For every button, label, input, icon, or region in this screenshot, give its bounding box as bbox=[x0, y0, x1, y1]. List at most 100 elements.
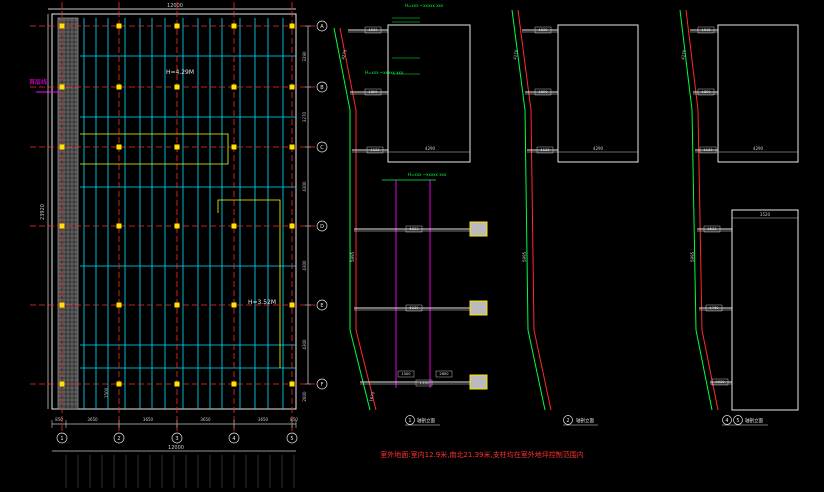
section-1-title: 1 bbox=[408, 418, 411, 424]
member-tag: 1133 bbox=[703, 148, 712, 152]
column-marker bbox=[116, 381, 122, 387]
column-marker bbox=[289, 144, 295, 150]
member-tag-box bbox=[536, 146, 554, 154]
section-2-side-dim-2: 5995 bbox=[522, 251, 527, 262]
bay-dimension-value: 850 bbox=[55, 417, 63, 422]
side-dimension-value: 4300 bbox=[302, 260, 307, 271]
magenta-label: 首层线 bbox=[29, 78, 47, 86]
section-2-green-profile bbox=[511, 9, 546, 411]
column-marker bbox=[231, 302, 237, 308]
member-tag-box bbox=[534, 26, 552, 34]
side-dimension-value: 2600 bbox=[302, 391, 307, 402]
section-3-title: 4 bbox=[725, 418, 728, 424]
member-tag-box bbox=[697, 26, 715, 34]
column-marker bbox=[231, 23, 237, 29]
column-marker bbox=[174, 223, 180, 229]
member-tag-box bbox=[435, 370, 453, 378]
zone-outline-1 bbox=[80, 133, 229, 165]
section-1-side-dim-2: 5995 bbox=[350, 251, 355, 262]
zone-label-1: H=4.29M bbox=[166, 69, 194, 76]
grid-column-label: 1 bbox=[60, 436, 63, 442]
column-marker bbox=[174, 84, 180, 90]
section-2-side-dim-1: 4270 bbox=[512, 49, 519, 60]
section-3-title-2: 5 bbox=[736, 418, 739, 424]
bottom-extension-lines bbox=[65, 455, 295, 488]
section-1-bubble bbox=[405, 415, 415, 425]
member-tag-box bbox=[697, 88, 715, 96]
column-marker bbox=[116, 302, 122, 308]
grid-row-label: B bbox=[320, 85, 324, 91]
column-marker bbox=[231, 84, 237, 90]
grid-row-bubble bbox=[316, 20, 328, 32]
grid-row-bubble bbox=[316, 378, 328, 390]
grid-column-label: 4 bbox=[232, 436, 235, 442]
column-marker bbox=[289, 84, 295, 90]
member-tag-box bbox=[364, 88, 382, 96]
footing-pad bbox=[469, 300, 488, 316]
section-2-subtitle: 轴剖立面 bbox=[576, 417, 594, 424]
section-3-bubble-b bbox=[733, 415, 743, 425]
zone-outline-2 bbox=[217, 199, 281, 368]
section-1-red-profile bbox=[339, 27, 377, 411]
member-tag: 2600 bbox=[439, 372, 449, 376]
member-tag-box bbox=[366, 146, 384, 154]
grid-column-bubble bbox=[228, 432, 240, 444]
grid-row-bubble bbox=[316, 220, 328, 232]
section-1-note-2: H=xxx ~xxxxx xxx bbox=[365, 70, 404, 75]
section-3-green-profile bbox=[679, 9, 713, 411]
member-tag: 1133 bbox=[370, 148, 379, 152]
member-tag-box bbox=[699, 146, 717, 154]
bay-dimension-value: 850 bbox=[290, 417, 298, 422]
footing-pad bbox=[469, 221, 488, 237]
column-marker bbox=[289, 381, 295, 387]
section-2-title: 2 bbox=[566, 418, 569, 424]
column-marker bbox=[116, 144, 122, 150]
column-marker bbox=[116, 23, 122, 29]
column-marker bbox=[59, 23, 65, 29]
column-marker bbox=[174, 23, 180, 29]
footer-note: 室外地面:室内12.9米,南北21.39米,支柱均在室外地坪控制范围内 bbox=[380, 450, 583, 459]
grid-row-bubble bbox=[316, 299, 328, 311]
column-marker bbox=[59, 223, 65, 229]
member-tag-box bbox=[397, 370, 415, 378]
side-dimension-value: 3290 bbox=[302, 51, 307, 62]
section-1-side-dim-3: 1670 bbox=[368, 391, 376, 403]
section-3-side-dim-1: 4270 bbox=[680, 49, 687, 60]
column-marker bbox=[59, 84, 65, 90]
column-marker bbox=[231, 223, 237, 229]
member-tag-box bbox=[705, 304, 723, 312]
hatch-pattern bbox=[58, 18, 78, 409]
bay-dimension-value: 3650 bbox=[200, 417, 211, 422]
grid-column-label: 3 bbox=[175, 436, 178, 442]
grid-column-label: 5 bbox=[290, 436, 293, 442]
section-1-note-1: H=xxx ~xxxxx xxx bbox=[405, 3, 444, 8]
column-marker bbox=[59, 144, 65, 150]
section-3-box-upper bbox=[717, 24, 799, 163]
grid-column-label: 2 bbox=[117, 436, 120, 442]
column-marker bbox=[116, 84, 122, 90]
slab-grid bbox=[80, 18, 296, 409]
grid-row-bubble bbox=[316, 141, 328, 153]
section-1-green-profile bbox=[333, 27, 371, 411]
member-tag-box bbox=[364, 26, 382, 34]
grid-row-label: E bbox=[320, 303, 323, 309]
member-tag: 2533 bbox=[707, 227, 716, 231]
zone-label-2: H=3.52M bbox=[248, 299, 276, 306]
column-marker bbox=[174, 144, 180, 150]
column-marker bbox=[289, 223, 295, 229]
column-marker bbox=[231, 144, 237, 150]
section-1-box bbox=[387, 24, 471, 163]
member-tag-box bbox=[534, 88, 552, 96]
member-tag: 1890 bbox=[701, 90, 711, 94]
column-marker bbox=[289, 23, 295, 29]
member-tag: 2030 bbox=[715, 380, 725, 384]
grid-row-label: D bbox=[320, 224, 324, 230]
section-2-box-dim: 4290 bbox=[593, 146, 604, 151]
